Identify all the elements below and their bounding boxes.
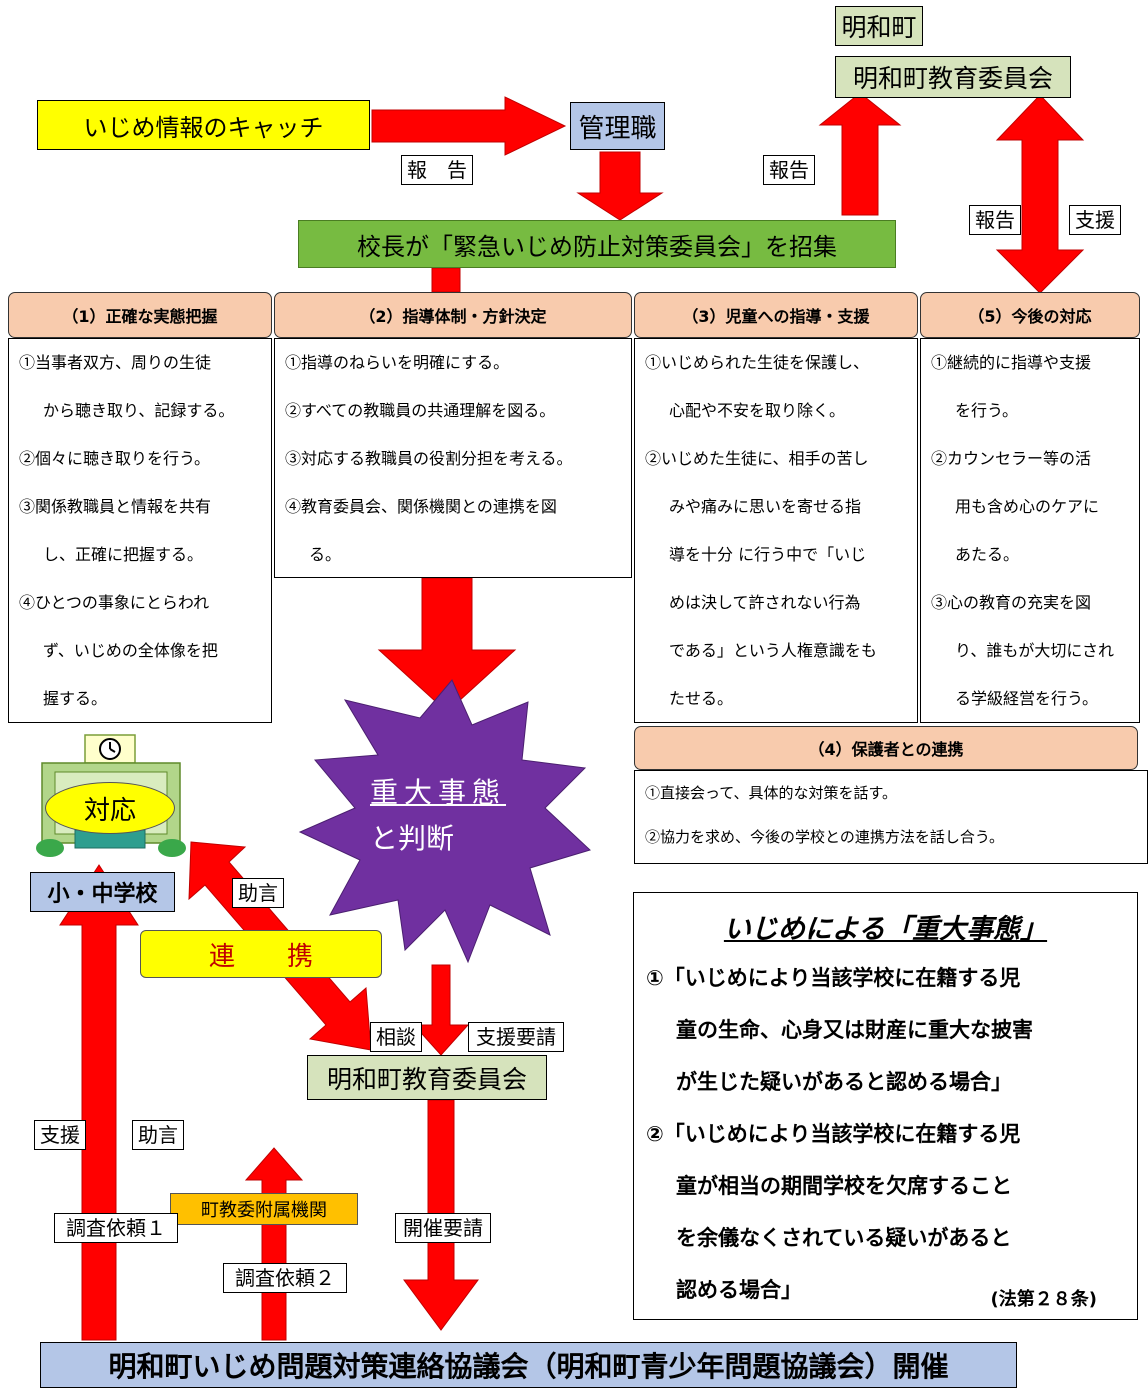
houkoku-label-1: 報 告 <box>401 155 473 185</box>
arrow-up-school <box>59 864 139 1341</box>
kanri-label: 管理職 <box>578 113 657 144</box>
section-1-line: し、正確に把握する。 <box>43 545 204 564</box>
definition-line: 童が相当の期間学校を欠席すること <box>676 1174 1012 1198</box>
section-2-line: ④教育委員会、関係機関との連携を図 <box>285 497 557 516</box>
arrow-double-board <box>995 94 1085 294</box>
arrow-catch-to-kanri <box>371 96 567 156</box>
houkoku-label-3: 報告 <box>969 205 1021 235</box>
section-5-header: （5）今後の対応 <box>920 292 1140 338</box>
section-1-line: ず、いじめの全体像を把 <box>43 641 218 660</box>
jodai-line-1: 重大事態 <box>370 776 507 809</box>
section-3-line: ①いじめられた生徒を保護し、 <box>645 353 870 372</box>
definition-law: (法第２８条) <box>990 1289 1097 1310</box>
school-label-box: 小・中学校 <box>30 872 175 912</box>
definition-line: が生じた疑いがあると認める場合」 <box>676 1070 1012 1094</box>
section-1-line: ④ひとつの事象にとらわれ <box>19 593 210 612</box>
section-4-line: ②協力を求め、今後の学校との連携方法を話し合う。 <box>645 828 1004 846</box>
meiwa-town-box: 明和町 <box>835 6 923 46</box>
section-5-line: ②カウンセラー等の活 <box>931 449 1092 468</box>
meiwa-board-box: 明和町教育委員会 <box>835 56 1071 98</box>
section-4-body: ①直接会って、具体的な対策を話す。 ②協力を求め、今後の学校との連携方法を話し合… <box>634 770 1148 864</box>
arrow-kanri-to-kocho <box>576 151 664 221</box>
section-3-line: である」という人権意識をも <box>669 641 877 660</box>
jodai-burst <box>298 679 591 964</box>
section-2-line: ①指導のねらいを明確にする。 <box>285 353 510 372</box>
fuzoku-label: 町教委附属機関 <box>201 1200 327 1221</box>
shien-label-2: 支援 <box>34 1120 86 1150</box>
section-1-line: ③関係教職員と情報を共有 <box>19 497 212 516</box>
kaisai-label: 開催要請 <box>395 1213 491 1243</box>
connector-kocho <box>431 267 461 293</box>
bottom-label: 明和町いじめ問題対策連絡協議会（明和町青少年問題協議会）開催 <box>108 1350 949 1383</box>
section-3-line: ②いじめた生徒に、相手の苦し <box>645 449 869 468</box>
soudan-label: 相談 <box>370 1022 422 1052</box>
section-2-header: （2）指導体制・方針決定 <box>274 292 632 338</box>
section-1-line: ②個々に聴き取りを行う。 <box>19 449 211 468</box>
shienyousei-label: 支援要請 <box>468 1022 564 1052</box>
arrow-up-fuzoku <box>244 1147 304 1341</box>
houkoku-label-2: 報告 <box>763 155 815 185</box>
section-5-body: ①継続的に指導や支援 を行う。 ②カウンセラー等の活 用も含め心のケアに あたる… <box>920 338 1140 723</box>
section-1-body: ①当事者双方、周りの生徒 から聴き取り、記録する。 ②個々に聴き取りを行う。 ③… <box>8 338 272 723</box>
definition-line: ①「いじめにより当該学校に在籍する児 <box>646 966 1021 990</box>
section-5-line: 用も含め心のケアに <box>955 497 1100 516</box>
meiwa-board-label: 明和町教育委員会 <box>852 64 1053 93</box>
section-3-line: みや痛みに思いを寄せる指 <box>669 497 862 516</box>
renkei-box: 連 携 <box>140 930 382 978</box>
section-4-line: ①直接会って、具体的な対策を話す。 <box>645 784 898 802</box>
definition-box: いじめによる「重大事態」 ①「いじめにより当該学校に在籍する児 童の生命、心身又… <box>633 892 1138 1320</box>
section-1-line: ①当事者双方、周りの生徒 <box>19 353 212 372</box>
section-3-line: 導を十分 に行う中で「いじ <box>669 545 867 564</box>
definition-title: いじめによる「重大事態」 <box>723 914 1048 945</box>
kocho-label: 校長が「緊急いじめ防止対策委員会」を招集 <box>357 232 837 261</box>
jodai-line-2: と判断 <box>370 822 455 855</box>
section-3-body: ①いじめられた生徒を保護し、 心配や不安を取り除く。 ②いじめた生徒に、相手の苦… <box>634 338 918 723</box>
jogen-label-2: 助言 <box>132 1120 184 1150</box>
section-5-line: ③心の教育の充実を図 <box>931 593 1092 612</box>
taiou-bubble: 対応 <box>45 782 175 834</box>
section-2-line: ②すべての教職員の共通理解を図る。 <box>285 401 556 420</box>
section-2-line: る。 <box>309 545 342 564</box>
kanri-box: 管理職 <box>570 102 665 150</box>
section-2-body: ①指導のねらいを明確にする。 ②すべての教職員の共通理解を図る。 ③対応する教職… <box>274 338 632 578</box>
board2-label: 明和町教育委員会 <box>326 1064 527 1094</box>
definition-line: 童の生命、心身又は財産に重大な披害 <box>676 1018 1033 1042</box>
fuzoku-box: 町教委附属機関 <box>170 1193 358 1225</box>
section-3-header: （3）児童への指導・支援 <box>634 292 918 338</box>
jogen-label-1: 助言 <box>232 878 284 908</box>
jodai-text: 重大事態 と判断 <box>370 770 550 862</box>
definition-line: を余儀なくされている疑いがあると <box>676 1226 1012 1250</box>
section-3-line: たせる。 <box>669 689 734 708</box>
catch-box: いじめ情報のキャッチ <box>37 100 370 150</box>
meiwa-town-label: 明和町 <box>841 13 917 42</box>
taiou-label: 対応 <box>83 795 136 826</box>
school-label: 小・中学校 <box>47 882 158 907</box>
board2-box: 明和町教育委員会 <box>307 1055 547 1100</box>
section-5-line: あたる。 <box>955 545 1020 564</box>
catch-label: いじめ情報のキャッチ <box>83 113 324 142</box>
bottom-banner: 明和町いじめ問題対策連絡協議会（明和町青少年問題協議会）開催 <box>40 1342 1017 1388</box>
section-1-line: 握する。 <box>43 689 108 708</box>
kocho-box: 校長が「緊急いじめ防止対策委員会」を招集 <box>298 220 896 268</box>
arrow-up-to-town <box>818 92 902 216</box>
section-5-line: ①継続的に指導や支援 <box>931 353 1092 372</box>
arrow-to-burst <box>377 577 517 713</box>
arrow-burst-to-board <box>412 964 470 1056</box>
shien-label-1: 支援 <box>1069 205 1121 235</box>
section-2-line: ③対応する教職員の役割分担を考える。 <box>285 449 573 468</box>
section-3-line: めは決して許されない行為 <box>669 593 861 612</box>
chousa-label-1: 調査依頼１ <box>54 1213 178 1243</box>
section-5-line: り、誰もが大切にされ <box>955 641 1115 660</box>
section-4-header: （4）保護者との連携 <box>634 726 1138 770</box>
section-1-line: から聴き取り、記録する。 <box>43 401 235 420</box>
section-1-header: （1）正確な実態把握 <box>8 292 272 338</box>
definition-line: 認める場合」 <box>676 1278 802 1302</box>
definition-line: ②「いじめにより当該学校に在籍する児 <box>646 1122 1021 1146</box>
section-5-line: を行う。 <box>955 401 1019 420</box>
chousa-label-2: 調査依頼２ <box>223 1263 347 1293</box>
section-5-line: る学級経営を行う。 <box>955 689 1099 708</box>
section-3-line: 心配や不安を取り除く。 <box>669 401 846 420</box>
renkei-label: 連 携 <box>208 941 313 972</box>
